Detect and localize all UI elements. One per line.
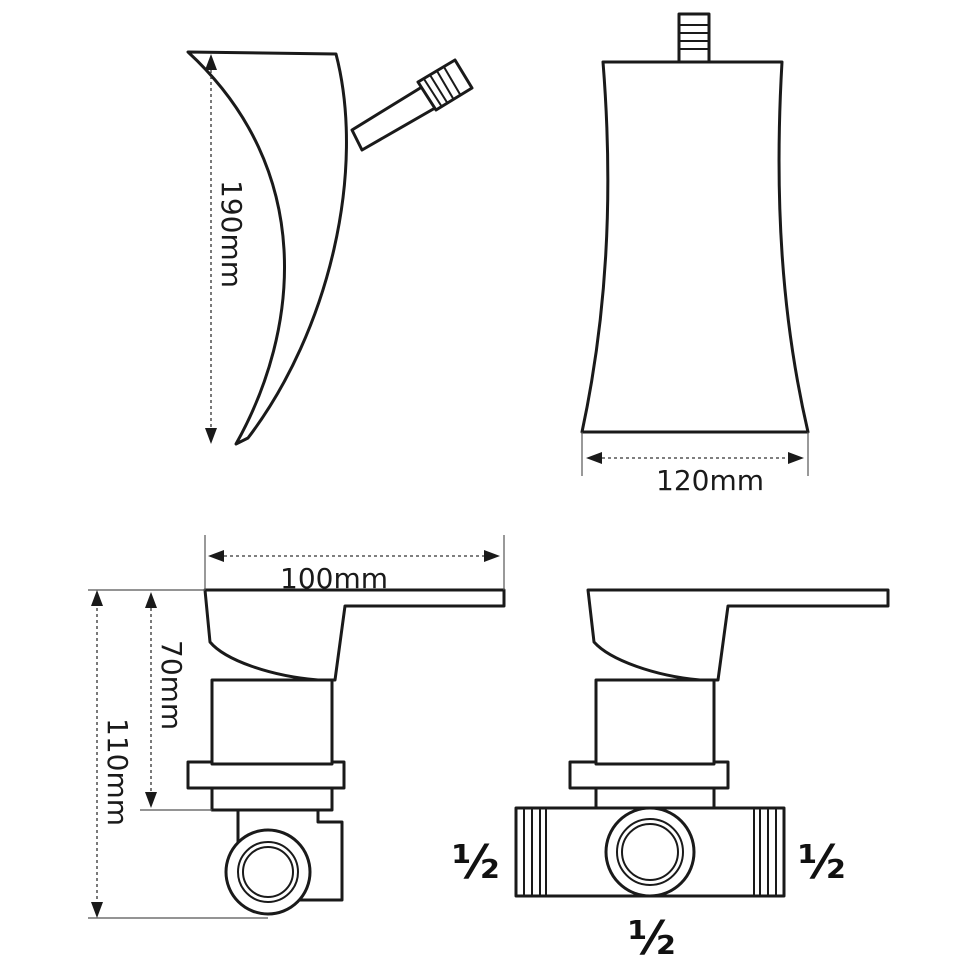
spout-side-view [186,50,474,446]
mixer-front-outlet [604,806,696,898]
spout-blade [186,50,348,446]
dimension-120mm-label: 120mm [656,464,764,497]
dimension-100mm: 100mm [204,535,505,595]
dimension-100mm-label: 100mm [280,562,388,595]
mixer-side-flange [186,760,346,790]
connection-labels: ½ ½ ½ [452,835,846,965]
mixer-front-flange [568,760,730,790]
dimension-190mm-label: 190mm [215,180,248,288]
dimension-110mm-label: 110mm [101,718,134,826]
spout-front-body [580,60,810,434]
connection-bottom-label: ½ [628,911,676,965]
dimension-70mm: 70mm [140,589,212,811]
mixer-front-view [514,588,890,898]
spout-front-view [580,12,810,434]
dimension-190mm: 190mm [205,54,248,444]
dimension-70mm-label: 70mm [155,640,188,730]
mixer-side-lever [203,588,506,682]
connection-right-label: ½ [798,835,846,889]
dimension-120mm: 120mm [581,432,809,497]
mixer-front-cylinder [594,678,716,766]
dimension-110mm: 110mm [88,589,268,919]
connection-left-label: ½ [452,835,500,889]
mixer-front-lever [586,588,890,682]
mixer-side-view [186,588,506,916]
spout-top-connector [677,12,711,66]
mixer-side-cylinder [210,678,334,766]
mixer-side-base [210,784,334,812]
